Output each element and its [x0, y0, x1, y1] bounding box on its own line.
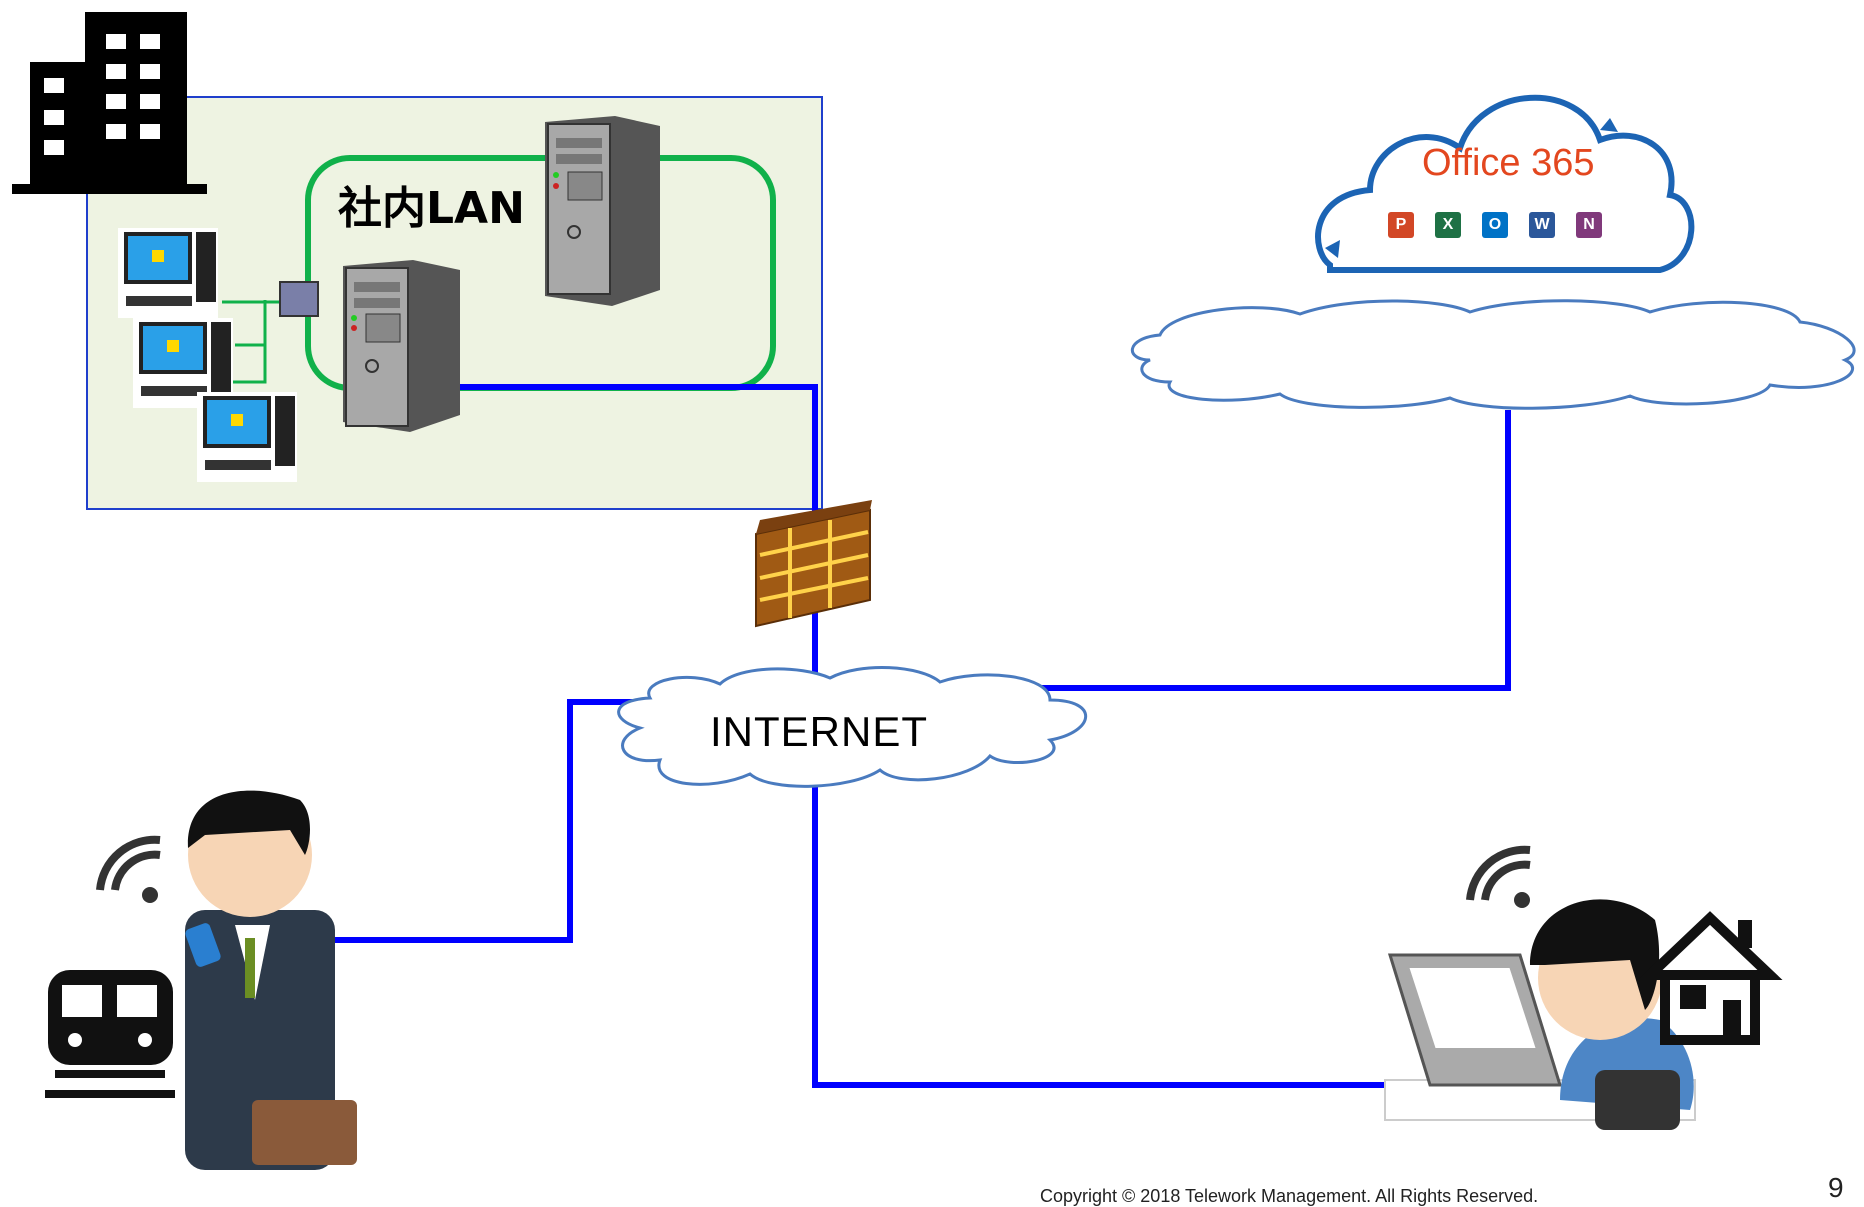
server-icon: [343, 260, 460, 432]
office-app-icon: P: [1388, 212, 1414, 238]
office-building-icon: [12, 12, 207, 194]
desktop-pc-icon: [197, 392, 297, 482]
office-app-icon: X: [1435, 212, 1461, 238]
mobile-worker-icon: [45, 790, 357, 1170]
internet-to-office365-link: [1040, 410, 1511, 691]
office-app-icon: N: [1576, 212, 1602, 238]
server-icon: [545, 116, 660, 306]
lan-label: 社内LAN: [338, 183, 525, 234]
office365-label: Office 365: [1422, 142, 1595, 184]
office-app-icon: W: [1529, 212, 1555, 238]
firewall-icon: [755, 500, 872, 628]
desktop-pc-icon: [118, 228, 218, 318]
network-links: [318, 384, 1511, 1088]
internet-label: INTERNET: [710, 708, 928, 755]
network-hub-icon: [222, 281, 319, 384]
home-worker-link: [812, 780, 1510, 1088]
home-worker-icon: [1384, 845, 1783, 1130]
office-app-icon: O: [1482, 212, 1508, 238]
internet-cloud: [617, 665, 1088, 788]
page-number: 9: [1828, 1172, 1844, 1203]
copyright-text: Copyright © 2018 Telework Management. Al…: [1040, 1186, 1539, 1206]
service-cloud: [1131, 299, 1856, 410]
mobile-worker-link: [318, 699, 660, 943]
desktop-pc-icon: [133, 318, 233, 408]
